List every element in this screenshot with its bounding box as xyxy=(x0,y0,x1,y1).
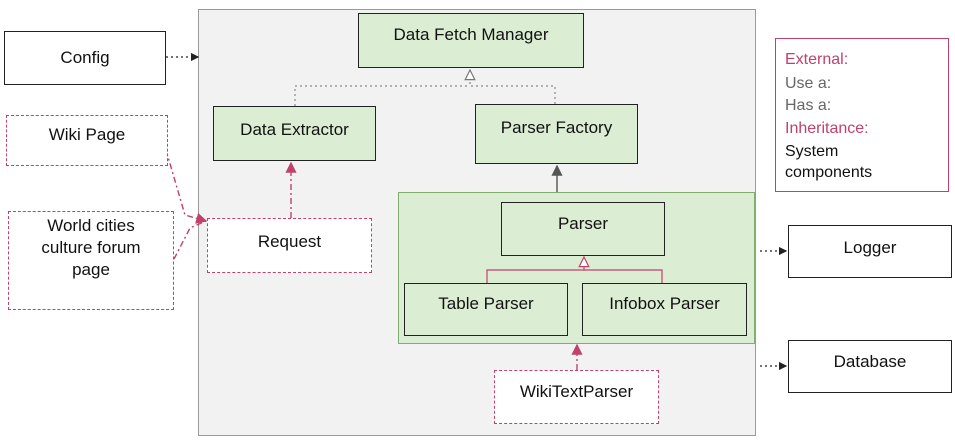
extractor-manager-connector xyxy=(294,85,470,106)
request-box: Request xyxy=(207,218,372,273)
world-cities-label: World cities culture forum page xyxy=(41,216,141,279)
table-parser-box: Table Parser xyxy=(404,283,568,336)
legend-inheritance-label: Inheritance: xyxy=(785,120,869,137)
legend-has-label: Has a: xyxy=(785,97,832,114)
legend-use-label: Use a: xyxy=(785,75,832,92)
database-label: Database xyxy=(833,352,907,371)
wiki-page-box: Wiki Page xyxy=(6,115,168,166)
wikitext-parser-label: WikiTextParser xyxy=(519,382,634,401)
config-box: Config xyxy=(4,31,166,85)
infobox-parser-label: Infobox Parser xyxy=(609,294,720,313)
worldcities-connector xyxy=(173,220,207,260)
legend-system-label: System components xyxy=(785,143,873,181)
world-cities-box: World cities culture forum page xyxy=(8,211,174,310)
factory-manager-connector xyxy=(470,70,556,104)
legend-external-label: External: xyxy=(785,51,849,68)
parser-factory-label: Parser Factory xyxy=(500,118,613,137)
logger-label: Logger xyxy=(843,238,897,257)
database-box: Database xyxy=(788,340,952,393)
parser-factory-box: Parser Factory xyxy=(475,104,638,164)
data-fetch-manager-label: Data Fetch Manager xyxy=(393,25,549,44)
config-label: Config xyxy=(60,48,110,67)
parser-label: Parser xyxy=(557,214,609,233)
infobox-parser-box: Infobox Parser xyxy=(582,283,747,336)
data-fetch-manager-box: Data Fetch Manager xyxy=(358,13,584,68)
parser-box: Parser xyxy=(501,202,665,256)
logger-box: Logger xyxy=(788,225,952,278)
table-parser-label: Table Parser xyxy=(438,294,534,313)
request-label: Request xyxy=(257,232,322,251)
data-extractor-label: Data Extractor xyxy=(240,120,349,139)
data-extractor-box: Data Extractor xyxy=(213,106,376,161)
legend: External: Use a: Has a: Inheritance: Sys… xyxy=(775,38,949,192)
inheritance-connector xyxy=(486,269,663,283)
wiki-page-label: Wiki Page xyxy=(48,125,126,144)
wikitext-parser-box: WikiTextParser xyxy=(494,370,659,424)
